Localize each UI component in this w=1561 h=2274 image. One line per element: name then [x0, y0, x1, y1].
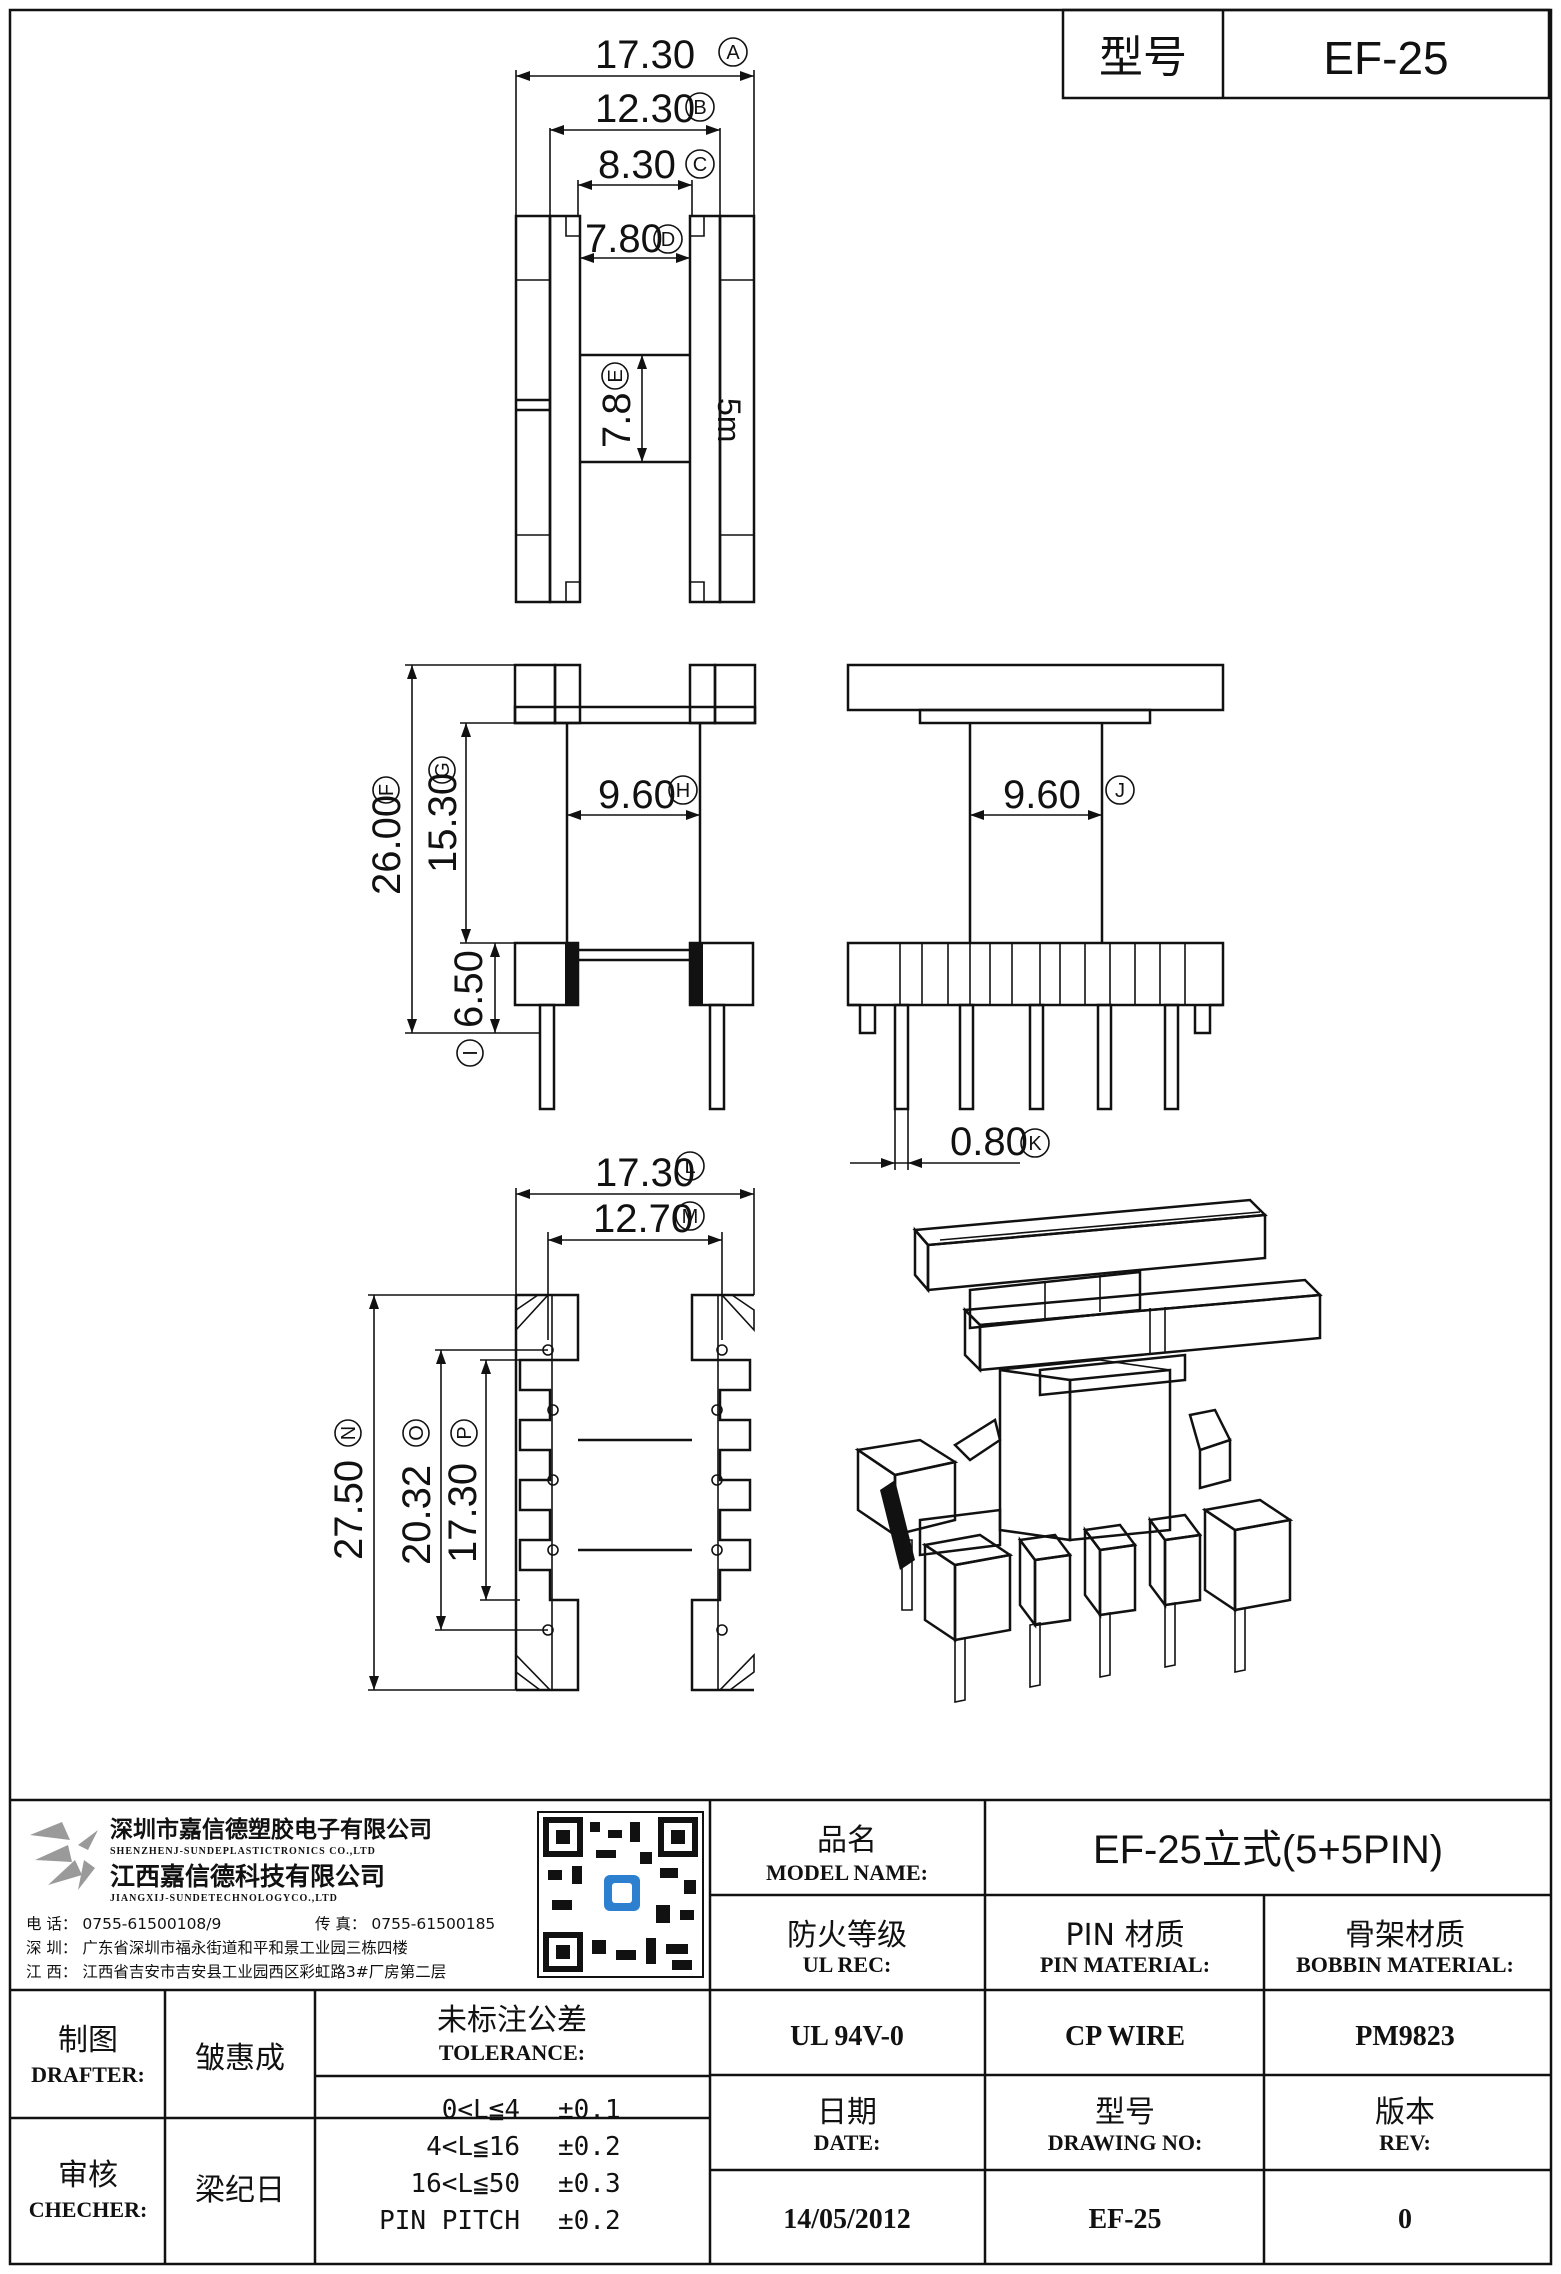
ul-label-cn: 防火等级 [787, 1918, 907, 1953]
sheet-border [8, 8, 1553, 2266]
dim-o-tag: O [406, 1425, 428, 1441]
title-block: 深圳市嘉信德塑胶电子有限公司 SHENZHENJ-SUNDEPLASTICTRO… [10, 1798, 1551, 2264]
dim-o-value: 20.32 [395, 1465, 439, 1565]
dim-k-value: 0.80 [950, 1120, 1028, 1164]
date-label-en: DATE: [814, 2130, 881, 2155]
company-phone: 电 话： 0755-61500108/9 [26, 1915, 221, 1933]
dim-l-tag: L [684, 1156, 695, 1178]
dim-b-tag: B [693, 97, 706, 119]
dim-j-value: 9.60 [1003, 773, 1081, 817]
pin-material-value: CP WIRE [1065, 2021, 1185, 2052]
bobbin-material-label-cn: 骨架材质 [1345, 1918, 1465, 1953]
dim-p-value: 17.30 [441, 1463, 485, 1563]
dim-j-tag: J [1115, 780, 1125, 802]
tolerance-label-en: TOLERANCE: [439, 2040, 585, 2065]
dim-m-value: 12.70 [593, 1197, 693, 1241]
dim-l-value: 17.30 [595, 1151, 695, 1195]
ul-value: UL 94V-0 [790, 2021, 904, 2052]
tolerance-value-2: ±0.2 [558, 2132, 621, 2162]
side-view: 9.60 J 0.80 K [846, 663, 1225, 1170]
tolerance-range-3: 16<L≦50 [410, 2169, 520, 2199]
company-name-cn-1: 深圳市嘉信德塑胶电子有限公司 [110, 1816, 432, 1843]
pin-material-label-cn: PIN 材质 [1066, 1918, 1185, 1953]
model-name-label-en: MODEL NAME: [766, 1860, 928, 1885]
bobbin-material-label-en: BOBBIN MATERIAL: [1296, 1952, 1514, 1977]
dim-a-value: 17.30 [595, 33, 695, 77]
date-label-cn: 日期 [817, 2095, 877, 2130]
company-name-cn-2: 江西嘉信德科技有限公司 [110, 1862, 385, 1891]
header-model-box: 型号 EF-25 [1061, 8, 1551, 100]
checker-label-cn: 审核 [58, 2158, 118, 2193]
company-address-sz: 深 圳： 广东省深圳市福永街道和平和景工业园三栋四楼 [26, 1939, 408, 1957]
company-address-jx: 江 西： 江西省吉安市吉安县工业园西区彩虹路3#厂房第二层 [26, 1963, 446, 1981]
dim-k-tag: K [1028, 1133, 1042, 1155]
dim-g-value: 15.30 [421, 773, 465, 873]
company-name-en-1: SHENZHENJ-SUNDEPLASTICTRONICS CO.,LTD [110, 1846, 376, 1857]
dim-p-tag: P [454, 1426, 476, 1439]
bottom-view: 17.30 L 12.70 M 27.50 N 20.32 O 17.30 [327, 1151, 755, 1692]
dim-c-tag: C [693, 154, 707, 176]
dim-e-value: 7.8 [595, 392, 639, 448]
dim-f-value: 26.00 [365, 795, 409, 895]
header-label: 型号 [1099, 32, 1187, 83]
drawing-no-label-cn: 型号 [1095, 2095, 1155, 2130]
company-logo [30, 1822, 98, 1890]
ul-label-en: UL REC: [803, 1952, 892, 1977]
dim-h-tag: H [676, 780, 690, 802]
dim-n-value: 27.50 [327, 1460, 371, 1560]
tolerance-range-4: PIN PITCH [379, 2206, 520, 2236]
checker-label-en: CHECHER: [29, 2197, 148, 2222]
dim-e-tag: E [605, 369, 627, 382]
dim-d-value: 7.80 [585, 217, 663, 261]
dim-i-value: 6.50 [447, 950, 491, 1028]
dim-i-tag: I [460, 1050, 482, 1056]
rev-label-en: REV: [1379, 2130, 1431, 2155]
qr-code [537, 1811, 704, 1978]
dim-g-tag: G [432, 762, 454, 778]
drafter-label-cn: 制图 [58, 2023, 118, 2058]
tolerance-value-4: ±0.2 [558, 2206, 621, 2236]
front-view: 26.00 F 15.30 G 9.60 H 6.50 I [365, 663, 757, 1111]
dim-f-tag: F [376, 784, 398, 796]
dim-h-value: 9.60 [598, 773, 676, 817]
model-name-value: EF-25立式(5+5PIN) [1093, 1828, 1443, 1872]
rev-label-cn: 版本 [1375, 2095, 1435, 2130]
model-name-label-cn: 品名 [817, 1823, 877, 1858]
drafter-name: 皱惠成 [195, 2041, 285, 2076]
top-view-mark: 5m [711, 398, 747, 442]
pin-material-label-en: PIN MATERIAL: [1040, 1952, 1210, 1977]
tolerance-value-1: ±0.1 [558, 2095, 621, 2125]
drafter-label-en: DRAFTER: [31, 2062, 145, 2087]
tolerance-label-cn: 未标注公差 [437, 2003, 587, 2038]
dim-c-value: 8.30 [598, 143, 676, 187]
company-fax: 传 真： 0755-61500185 [315, 1915, 495, 1933]
tolerance-range-1: 0<L≦4 [442, 2095, 520, 2125]
checker-name: 梁纪日 [195, 2173, 285, 2208]
bobbin-material-value: PM9823 [1355, 2021, 1455, 2052]
dim-d-tag: D [661, 229, 675, 251]
header-model: EF-25 [1323, 32, 1448, 84]
top-view: 17.30 A 12.30 B 8.30 C 7.80 D 7.8 E 5m [514, 33, 756, 604]
tolerance-range-2: 4<L≦16 [426, 2132, 520, 2162]
rev-value: 0 [1398, 2204, 1412, 2235]
isometric-view [854, 1198, 1323, 1703]
drawing-no-label-en: DRAWING NO: [1048, 2130, 1203, 2155]
tolerance-value-3: ±0.3 [558, 2169, 621, 2199]
date-value: 14/05/2012 [783, 2204, 911, 2235]
drawing-no-value: EF-25 [1088, 2204, 1161, 2235]
dim-a-tag: A [726, 42, 740, 64]
dim-m-tag: M [682, 1206, 699, 1228]
company-name-en-2: JIANGXIJ-SUNDETECHNOLOGYCO.,LTD [110, 1893, 338, 1904]
dim-n-tag: N [338, 1426, 360, 1440]
dim-b-value: 12.30 [595, 87, 695, 131]
